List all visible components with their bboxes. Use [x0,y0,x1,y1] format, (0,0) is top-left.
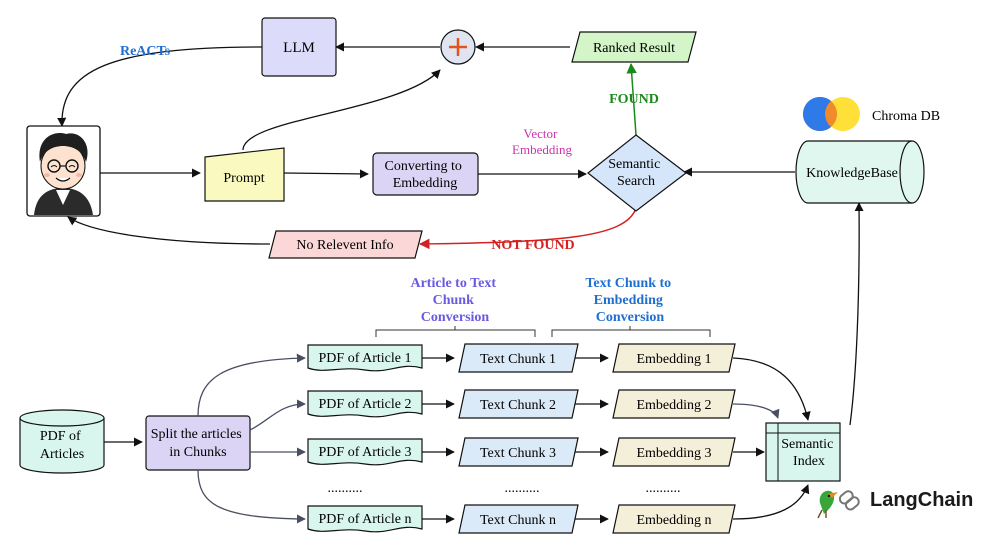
brace-article-to-text [375,326,536,337]
user-avatar[interactable] [26,125,101,217]
langchain-logo-icon [817,490,860,519]
langchain-label: LangChain [870,489,973,511]
arrow-no-info-to-user [67,216,271,245]
header1-line-3: Conversion [421,310,490,325]
plus-symbol [449,38,467,56]
semantic-search-label: Semantic Search [608,157,664,189]
text-chunk-box[interactable] [458,343,579,373]
pdf-article-box[interactable] [307,390,423,418]
index-line-2: Index [793,454,825,469]
split-box[interactable] [145,415,251,471]
knowledgebase-label: KnowledgeBase [806,166,898,181]
index-connectors [732,357,811,520]
pdf-article-box[interactable] [307,344,423,372]
top-connectors [57,42,864,426]
vector-line-2: Embedding [512,142,572,157]
index-line-1: Semantic [781,437,833,452]
brace-text-to-embedding [551,326,711,337]
header1-line-1: Article to Text [410,276,496,291]
no-relevant-info-label: No Relevent Info [296,238,393,253]
llm-label: LLM [283,40,315,56]
search-line-2: Search [617,174,655,189]
arrow-index-to-kb [849,202,864,426]
embedding-label: Embedding 2 [636,398,711,413]
ellipsis-chunk: .......... [505,481,540,496]
embedding-label: Embedding 1 [636,352,711,367]
vector-line-1: Vector [523,126,558,141]
prompt-label: Prompt [223,171,264,186]
pdf-of-articles-cylinder[interactable] [19,409,105,474]
ranked-result-label: Ranked Result [593,41,675,56]
split-line-1: Split the articles [151,427,242,442]
pdf-article-box[interactable] [307,438,423,466]
embedding-box[interactable] [612,389,736,419]
arrow-prompt-to-converting [283,169,369,179]
header-article-to-text: Article to Text Chunk Conversion [410,276,499,325]
embedding-label: Embedding 3 [636,446,711,461]
text-chunk-box[interactable] [458,504,579,534]
pdf-article-box[interactable] [307,505,423,533]
text-chunk-label: Text Chunk 2 [480,398,556,413]
no-relevant-info-box[interactable] [268,230,423,259]
header2-line-2: Embedding [594,293,663,308]
arrow-llm-to-user [57,46,263,127]
pipeline-row: PDF of Article 2 Text Chunk 2 Embedding 2 [307,389,736,419]
pipeline-row: PDF of Article n Text Chunk n Embedding n [307,504,736,534]
embedding-box[interactable] [612,343,736,373]
semantic-index-box[interactable] [765,422,841,482]
ranked-result-box[interactable] [571,31,697,63]
split-label: Split the articles in Chunks [151,427,245,460]
pdf-articles-line-1: PDF of [40,429,81,444]
header2-line-1: Text Chunk to [585,276,671,291]
header2-line-3: Conversion [596,310,665,325]
arrow-prompt-to-plus [242,69,441,151]
found-label: FOUND [609,92,659,107]
text-chunk-label: Text Chunk n [480,513,556,528]
converting-line-1: Converting to [385,159,462,174]
reacts-label: ReACTs [120,44,171,59]
pdf-article-label: PDF of Article n [319,512,412,527]
split-line-2: in Chunks [169,445,226,460]
vector-embedding-label: Vector Embedding [512,126,572,157]
text-chunk-label: Text Chunk 1 [480,352,556,367]
search-line-1: Semantic [608,157,660,172]
chroma-db-label: Chroma DB [872,109,940,124]
text-chunk-label: Text Chunk 3 [480,446,556,461]
text-chunk-box[interactable] [458,389,579,419]
header1-line-2: Chunk [433,293,474,308]
converting-label: Converting to Embedding [385,159,466,191]
embedding-box[interactable] [612,504,736,534]
pdf-of-articles-label: PDF of Articles [40,429,84,462]
knowledgebase-cylinder[interactable] [795,140,925,204]
pdf-article-label: PDF of Article 1 [319,351,412,366]
pdf-articles-line-2: Articles [40,447,84,462]
arrow-search-to-ranked [626,62,637,136]
text-chunk-box[interactable] [458,437,579,467]
pipeline-row: PDF of Article 3 Text Chunk 3 Embedding 3 [307,437,736,467]
embedding-label: Embedding n [636,513,711,528]
pipeline-row: PDF of Article 1 Text Chunk 1 Embedding 1 [307,343,736,373]
converting-line-2: Embedding [393,176,458,191]
semantic-search-box[interactable] [587,134,687,212]
chroma-db-logo [802,96,860,132]
llm-box[interactable] [261,17,337,77]
ellipsis-pdf: .......... [328,481,363,496]
header-text-to-embedding: Text Chunk to Embedding Conversion [585,276,674,325]
split-fan-out [197,353,306,524]
semantic-index-label: Semantic Index [781,437,837,469]
arrow-search-to-no-info [418,207,637,250]
prompt-box[interactable] [204,147,285,202]
pdf-article-label: PDF of Article 3 [319,445,412,460]
embedding-box[interactable] [612,437,736,467]
converting-box[interactable] [372,152,479,196]
ellipsis-embedding: .......... [646,481,681,496]
pdf-article-label: PDF of Article 2 [319,397,412,412]
not-found-label: NOT FOUND [491,238,574,253]
